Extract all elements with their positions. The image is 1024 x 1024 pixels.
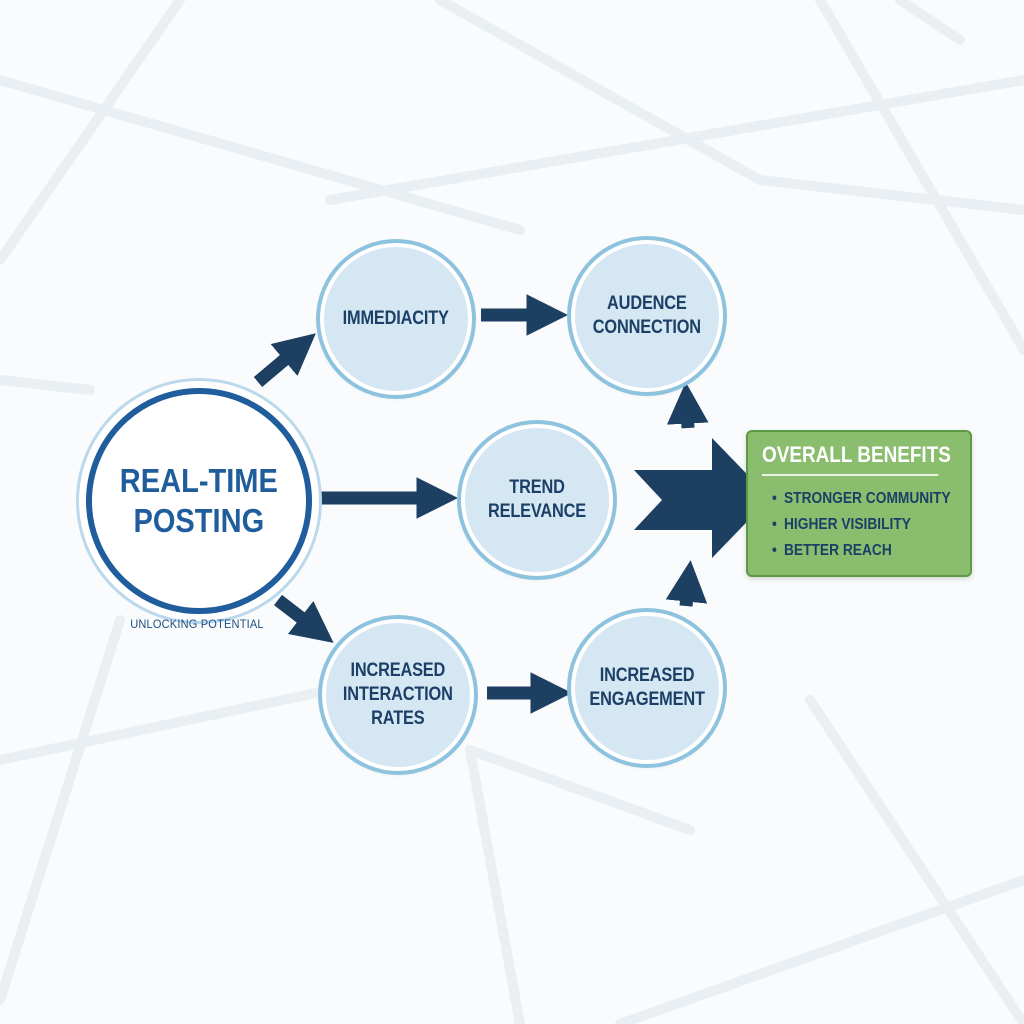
relevance-label: RELEVANCE (487, 501, 587, 522)
arrow-big-to-benefits (634, 438, 770, 558)
connection-label: CONNECTION (592, 317, 702, 338)
node-engagement: INCREASED ENGAGEMENT (571, 612, 723, 764)
arrow-realtime-to-immediacy (253, 333, 316, 387)
real-time-label: REAL-TIME (119, 462, 279, 499)
node-audience-connection: AUDENCE CONNECTION (571, 240, 723, 392)
node-real-time-posting: REAL-TIME POSTING (86, 388, 312, 614)
trend-label: TREND (509, 477, 565, 498)
overall-benefits-box: OVERALL BENEFITS STRONGER COMMUNITY HIGH… (746, 430, 972, 577)
benefit-item: HIGHER VISIBILITY (772, 512, 932, 538)
arrow-engagement-up (665, 560, 708, 607)
arrow-audience-down (667, 382, 709, 429)
interaction-line3: RATES (371, 708, 425, 729)
caption-unlocking-potential: UNLOCKING POTENTIAL (130, 617, 264, 631)
posting-label: POSTING (133, 502, 265, 539)
audience-label: AUDENCE (607, 293, 687, 314)
engagement-line1: INCREASED (599, 665, 695, 686)
interaction-line1: INCREASED (350, 660, 446, 681)
arrow-realtime-to-interaction (274, 594, 334, 643)
node-immediacy: IMMEDIACITY (320, 243, 472, 395)
node-trend-relevance: TREND RELEVANCE (461, 424, 613, 576)
interaction-line2: INTERACTION (343, 684, 453, 705)
benefit-item: STRONGER COMMUNITY (772, 486, 951, 512)
node-interaction-rates: INCREASED INTERACTION RATES (322, 619, 474, 771)
benefits-title: OVERALL BENEFITS (762, 438, 951, 476)
immediacy-label: IMMEDIACITY (342, 308, 450, 329)
benefit-item: BETTER REACH (772, 538, 932, 564)
benefits-list: STRONGER COMMUNITY HIGHER VISIBILITY BET… (762, 486, 956, 564)
engagement-line2: ENGAGEMENT (589, 689, 705, 710)
